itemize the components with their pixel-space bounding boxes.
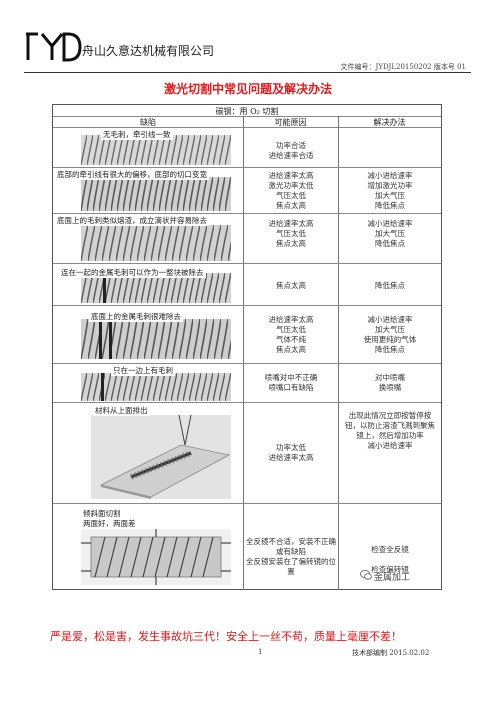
cut-sample-image — [81, 177, 231, 211]
document-number: 文件编号：JYDJL20150202 版本号 01 — [340, 63, 466, 71]
cause-text: 全反镜不合适，安装不正确或有缺陷 全反镜安装在了偏转镜的位置 — [246, 537, 336, 576]
cut-sample-image — [81, 529, 231, 585]
cut-sample-image — [81, 225, 231, 261]
col-header-cause: 可能原因 — [274, 118, 307, 127]
defect-label: 连在一起的金属毛刺可以作为一整块被除去 — [59, 267, 206, 278]
cause-text: 功率太低 进给速率太高 — [268, 443, 314, 462]
cut-sample-image — [81, 373, 231, 401]
wechat-icon — [360, 569, 372, 580]
cause-text: 喷嘴对中不正确 喷嘴口有缺陷 — [264, 373, 318, 392]
safety-slogan: 严是爱，松是害，发生事故坑三代！安全上一丝不苟，质量上毫厘不差！ — [50, 630, 402, 643]
company-logo — [26, 32, 82, 62]
header-divider — [24, 72, 471, 73]
page-title: 激光切割中常见问题及解决办法 — [163, 82, 332, 96]
cause-text: 焦点太高 — [276, 281, 306, 290]
cause-text: 进给速率太高 气压太低 气体不纯 焦点太高 — [268, 315, 314, 354]
solution-text: 减小进给速率 增加激光功率 加大气压 降低焦点 — [367, 171, 413, 210]
defect-label: 材料从上面排出 — [93, 405, 150, 416]
col-header-defect: 缺陷 — [140, 118, 156, 127]
cut-sample-image — [81, 273, 231, 303]
col-header-solution: 解决办法 — [373, 118, 406, 127]
cut-sample-image — [81, 319, 231, 359]
solution-text: 减小进给速率 加大气压 降低焦点 — [367, 219, 413, 248]
defect-label: 倾斜面切割 两面好，两面差 — [81, 509, 138, 529]
solution-text: 对中喷嘴 换喷嘴 — [375, 373, 405, 392]
cause-text: 进给速率太高 气压太低 焦点太高 — [268, 219, 314, 248]
defect-label: 底面上的毛刺类似熔渣，成立滴状并容易除去 — [55, 215, 209, 226]
solution-text: 出现此情况立即按暂停按钮，以防止溶渣飞溅到聚焦镜上，然后增加功率 减小进给速率 — [345, 411, 435, 450]
watermark-label: 金属加工 — [374, 573, 411, 583]
material-header: 碳钢：用 O₂ 切割 — [215, 107, 279, 116]
defect-table: 碳钢：用 O₂ 切割 缺陷 可能原因 解决办法 无毛刺，牵引线一致 功率合适 进… — [52, 104, 442, 590]
solution-text: 降低焦点 — [375, 281, 405, 290]
defect-label: 无毛刺，牵引线一致 — [101, 129, 173, 140]
solution-text: 减小进给速率 加大气压 使用更纯的气体 降低焦点 — [363, 315, 417, 354]
edition-info: 技术部编制 2015.02.02 — [352, 649, 430, 657]
cause-text: 进给速率太高 激光功率太低 气压太低 焦点太高 — [268, 171, 314, 210]
solution-text: 检查全反镜 检查偏转镜 — [371, 545, 409, 574]
cut-sample-image — [91, 415, 231, 499]
page-number: 1 — [258, 648, 263, 656]
defect-label: 只在一边上有毛刺 — [111, 365, 175, 376]
cause-text: 功率合适 进给速率合适 — [268, 141, 314, 160]
defect-label: 底面上的金属毛刺很难除去 — [89, 311, 183, 322]
company-name: 舟山久意达机械有限公司 — [82, 44, 215, 58]
cut-sample-image — [81, 135, 231, 165]
defect-label: 底部的牵引线有很大的偏移，底部的切口变宽 — [55, 169, 209, 180]
